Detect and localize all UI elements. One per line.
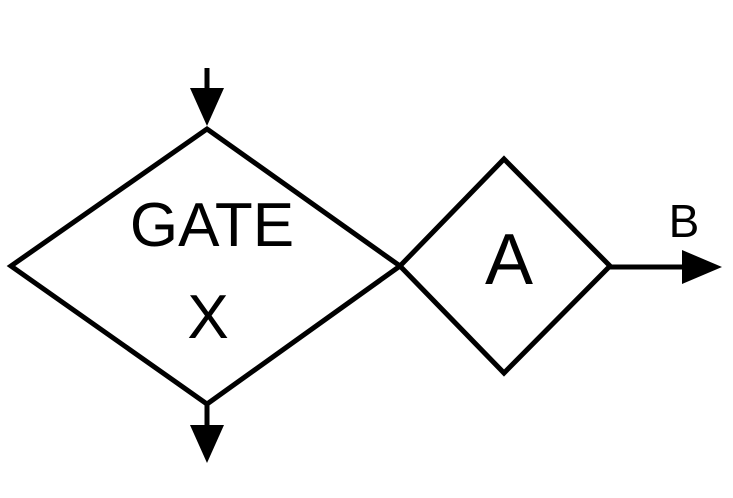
incoming-arrowhead [190,88,224,126]
node-a-diamond [396,155,614,377]
output-label-b: B [669,195,700,247]
gate-x-diamond [6,125,405,408]
gate-label-line2: X [187,283,228,352]
incoming-arrow [190,68,224,126]
downward-arrow [190,404,224,463]
downward-arrowhead [190,425,224,463]
output-arrow-b [610,250,722,284]
node-a-label: A [485,220,533,300]
gate-label-line1: GATE [130,191,294,260]
output-arrowhead [682,250,722,284]
